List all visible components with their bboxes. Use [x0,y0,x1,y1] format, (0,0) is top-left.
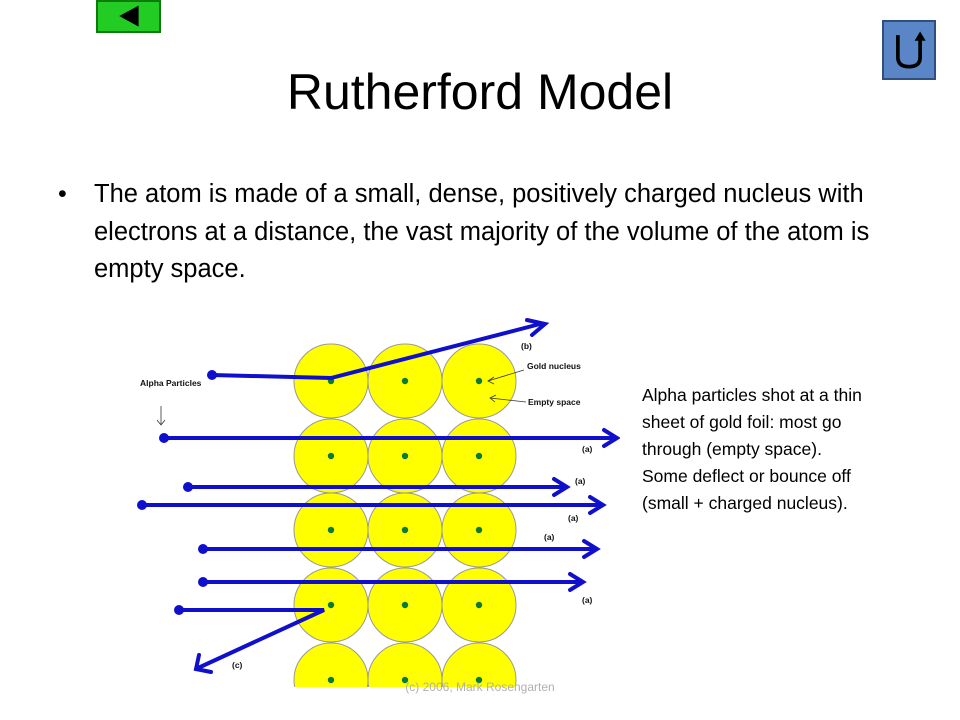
alpha-label: Alpha Particles [140,378,202,388]
side-note: Alpha particles shot at a thin sheet of … [642,385,862,513]
nucleus [475,601,483,609]
nucleus [401,526,409,534]
footer-copyright: (c) 2006, Mark Rosengarten [405,680,555,694]
return-button[interactable] [882,20,936,80]
nuclei [327,377,483,684]
alpha-beams [140,318,620,674]
nucleus [327,601,335,609]
label-a: (a) [568,513,579,523]
gold-foil-diagram: Alpha Particles (b) Gold nucleus Empty s… [120,305,620,700]
nucleus [475,452,483,460]
left-triangle-icon [119,5,139,27]
nucleus [475,526,483,534]
gold-foil-svg: Alpha Particles (b) Gold nucleus Empty s… [137,318,620,687]
label-a: (a) [544,532,555,542]
beam-c [177,608,325,670]
gold-nucleus-label: Gold nucleus [527,361,581,371]
u-turn-arrow-icon [896,31,926,69]
bullet-marker: • [58,180,67,208]
nucleus [401,601,409,609]
label-a: (a) [582,444,593,454]
slide-title: Rutherford Model [286,64,674,120]
beam-start-dots [137,370,217,615]
nucleus [327,526,335,534]
gold-atom [441,642,517,687]
empty-space-label: Empty space [528,397,581,407]
annotation-arrows [156,369,527,426]
gold-atoms [293,343,517,687]
nucleus [401,452,409,460]
nucleus [327,452,335,460]
label-a: (a) [575,476,586,486]
label-b: (b) [521,341,532,351]
bullet-text: The atom is made of a small, dense, posi… [94,180,870,283]
nucleus [401,377,409,385]
nucleus [475,377,483,385]
label-c: (c) [232,660,243,670]
nucleus [327,676,335,684]
label-a: (a) [582,595,593,605]
nucleus [401,676,409,684]
back-button[interactable] [96,0,161,33]
nucleus [475,676,483,684]
beam-b [210,322,542,381]
